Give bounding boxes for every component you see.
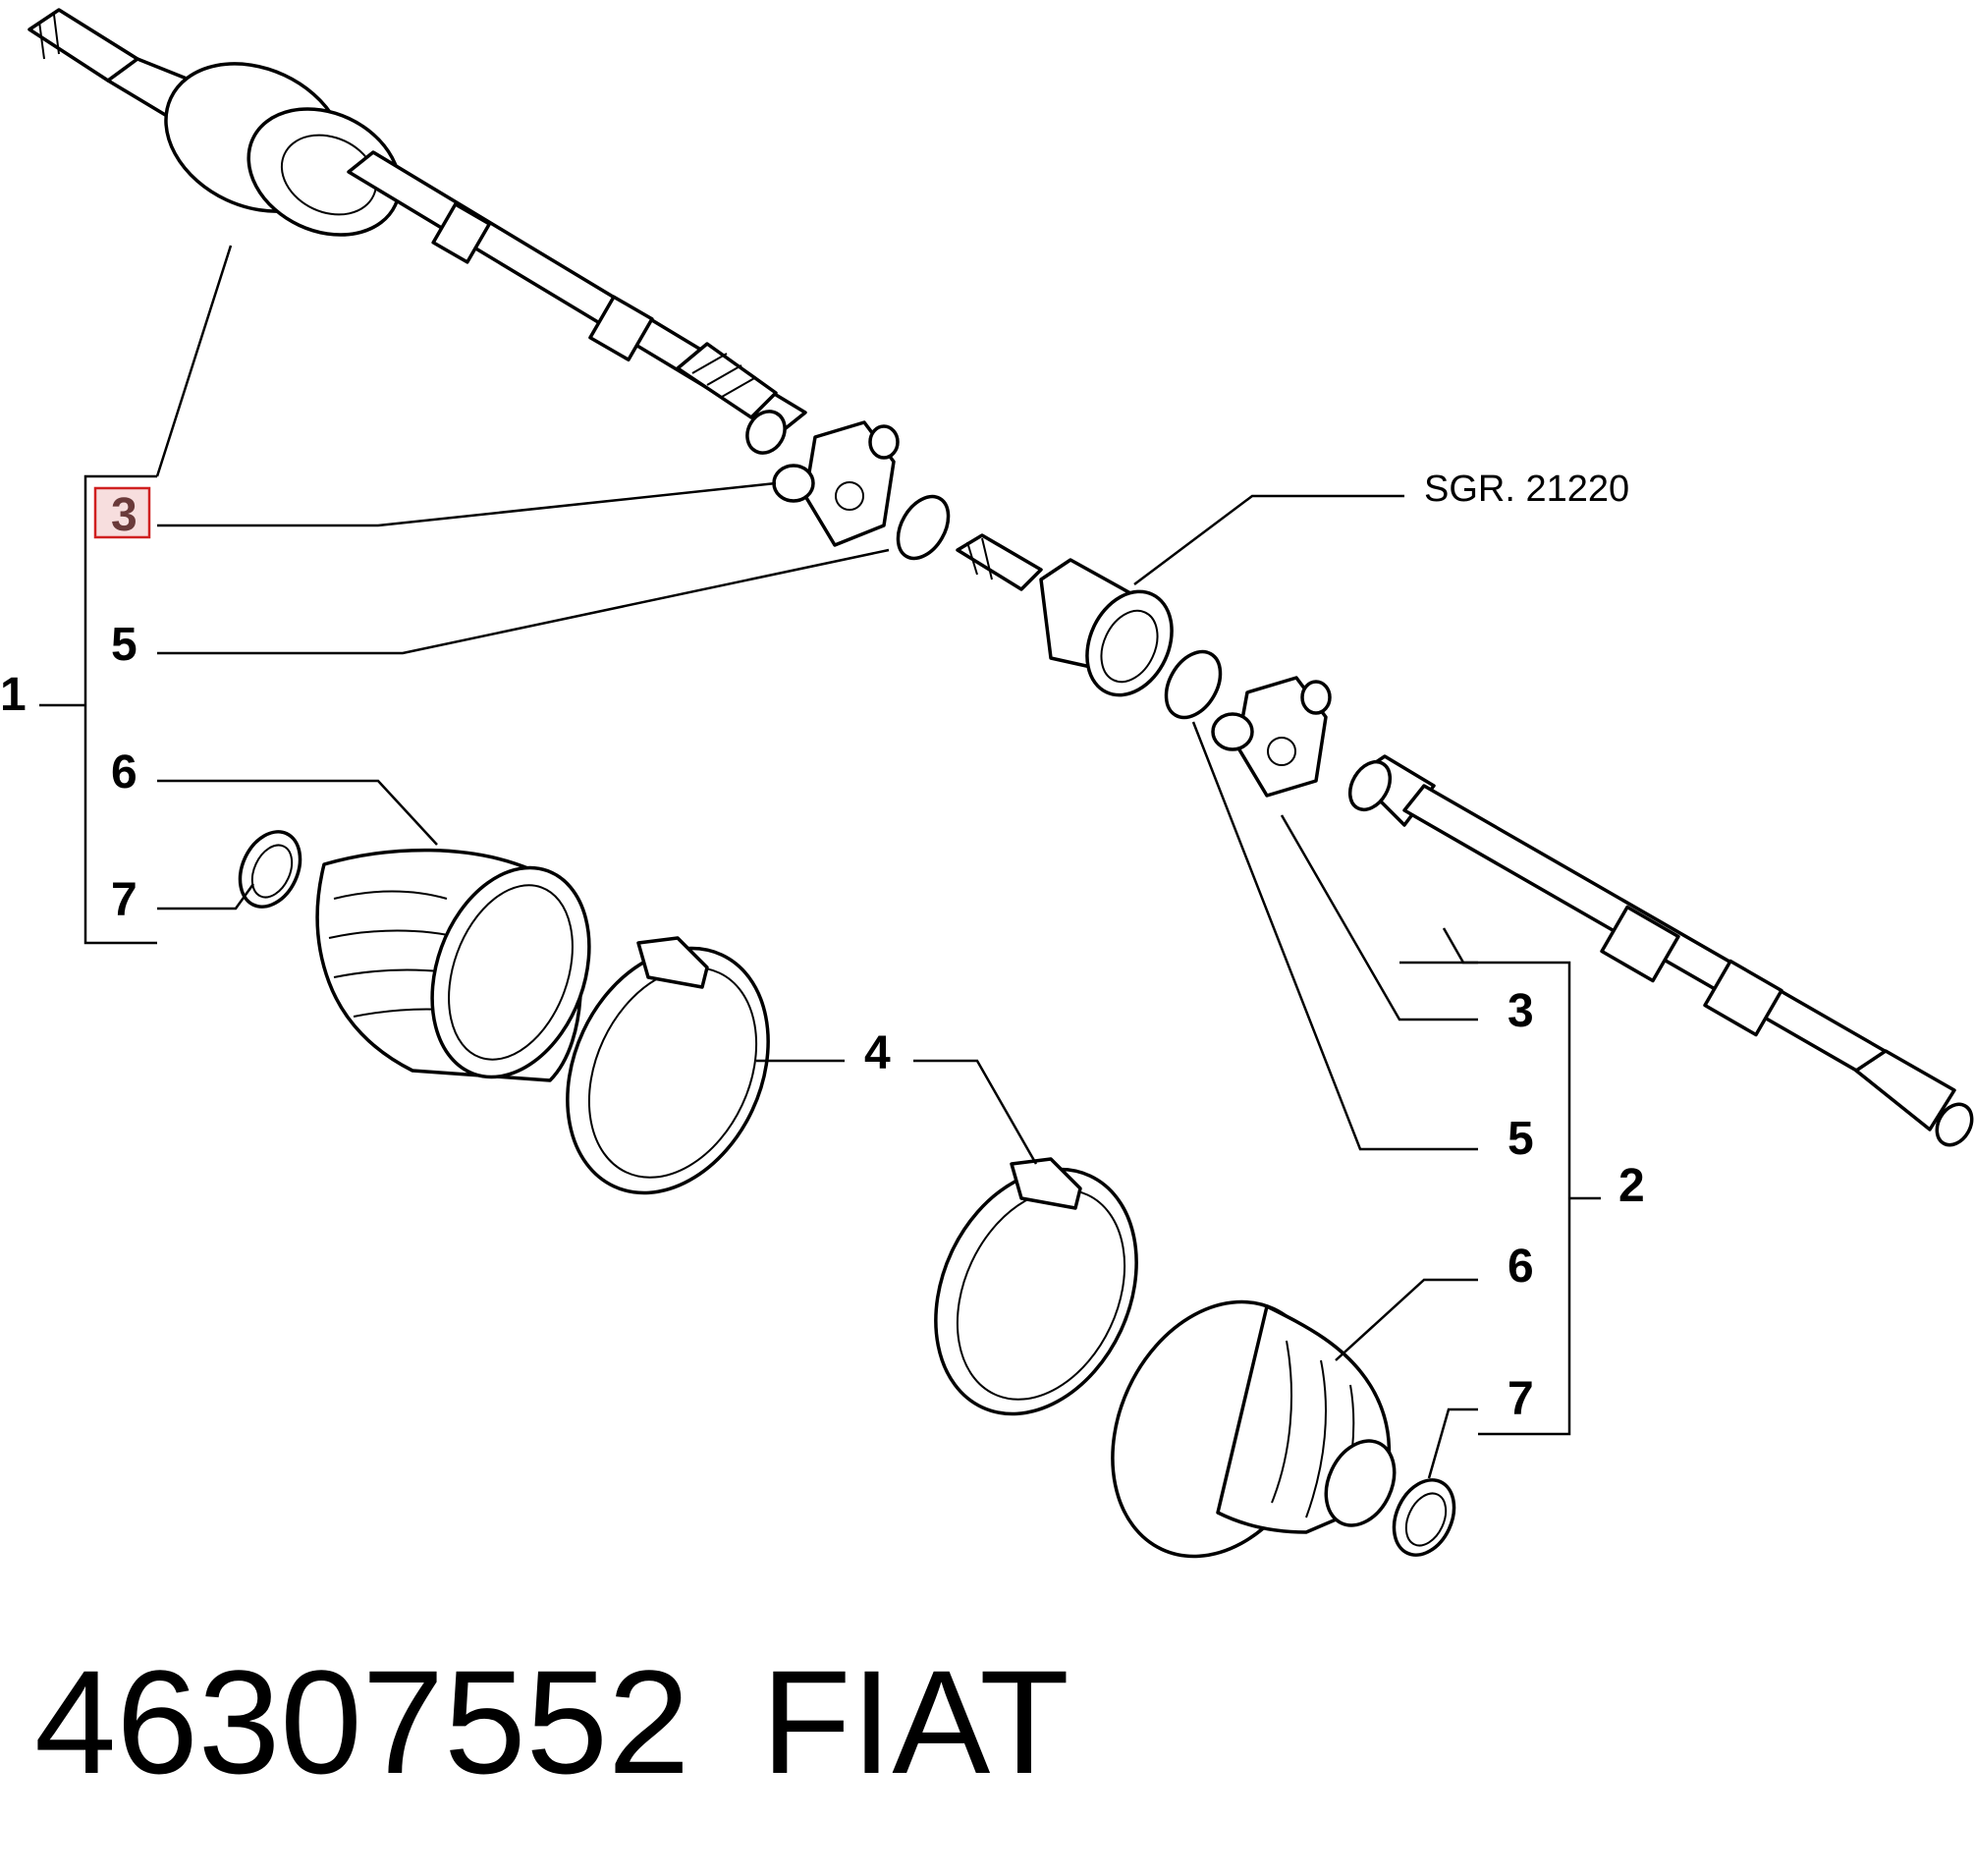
left-small-clamp [238, 830, 302, 909]
highlight-box [93, 486, 151, 539]
right-tripod-joint [1211, 676, 1332, 798]
right-boot [1111, 1299, 1397, 1559]
left-circlip [896, 494, 951, 561]
callout-7-left[interactable]: 7 [111, 874, 137, 926]
right-small-clamp [1392, 1478, 1456, 1557]
reference-joint-housing [956, 533, 1174, 697]
callout-labels: 3 1 5 6 7 4 3 5 2 6 7 SGR. 21220 [0, 469, 1645, 1425]
left-tripod-joint [772, 420, 900, 547]
right-driveshaft [1347, 754, 1974, 1147]
footer: 46307552 FIAT [34, 1639, 1069, 1804]
callout-7-right[interactable]: 7 [1508, 1373, 1534, 1425]
callout-3-right[interactable]: 3 [1508, 985, 1534, 1037]
left-driveshaft [27, 8, 807, 455]
callout-4[interactable]: 4 [864, 1027, 891, 1079]
callout-6-left[interactable]: 6 [111, 746, 137, 799]
callout-1[interactable]: 1 [0, 669, 27, 721]
callout-5-right[interactable]: 5 [1508, 1113, 1534, 1165]
callout-5-left[interactable]: 5 [111, 619, 137, 671]
upper-large-clamp [566, 936, 770, 1195]
right-circlip [1164, 649, 1223, 720]
callout-6-right[interactable]: 6 [1508, 1241, 1534, 1293]
part-number: 46307552 [34, 1639, 689, 1804]
left-boot [315, 848, 591, 1082]
brand-name: FIAT [761, 1639, 1069, 1804]
callout-3-left[interactable]: 3 [111, 489, 137, 541]
callout-2[interactable]: 2 [1618, 1160, 1645, 1212]
reference-label[interactable]: SGR. 21220 [1424, 469, 1629, 510]
lower-large-clamp [934, 1157, 1138, 1416]
leader-lines [39, 245, 1601, 1479]
